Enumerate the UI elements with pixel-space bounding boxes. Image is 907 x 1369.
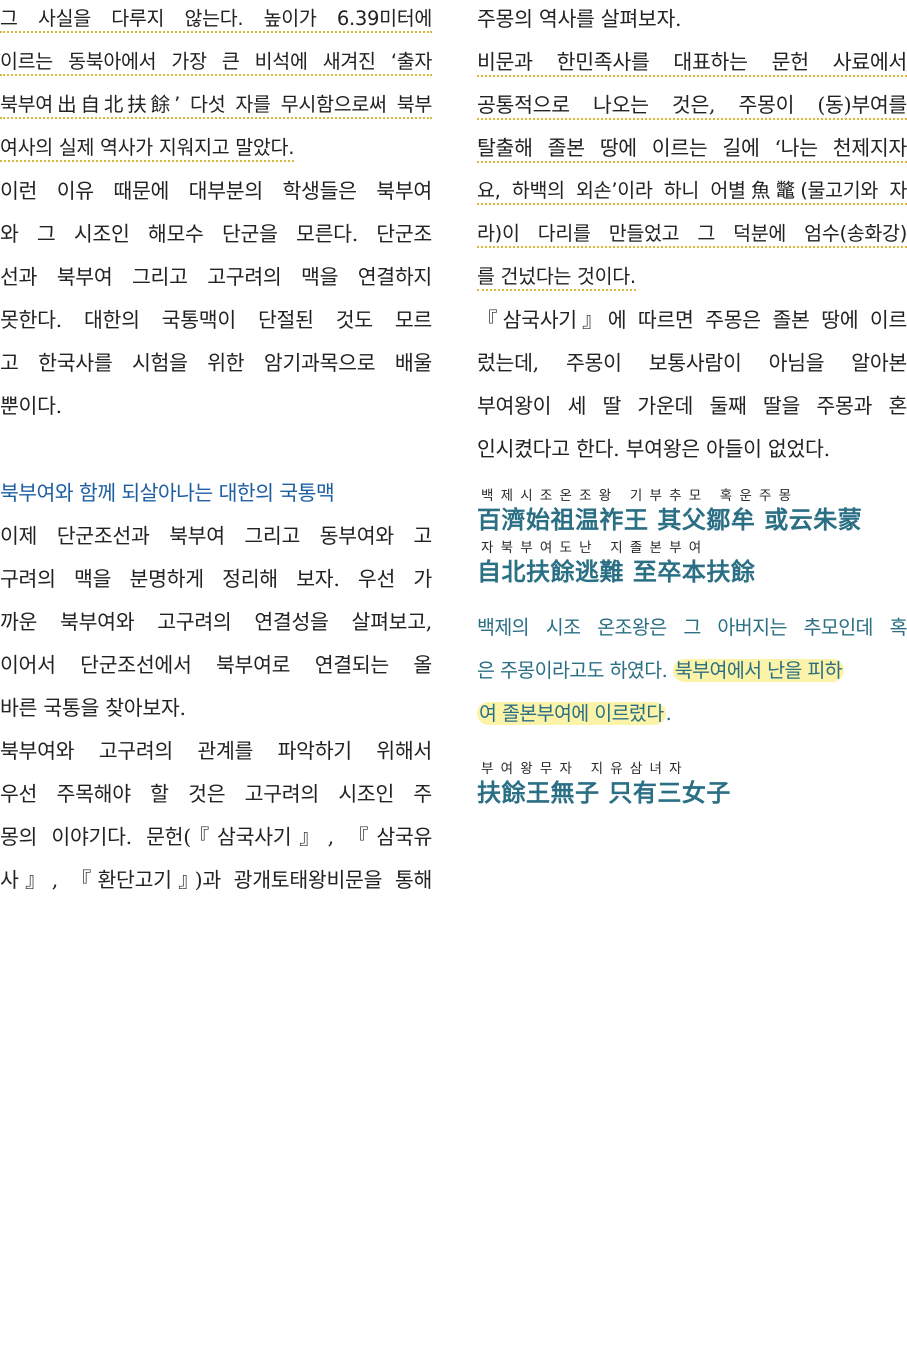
highlight: 여 졸본부여에 이르렀다	[477, 702, 666, 725]
paragraph-underlined: 비문과 한민족사를 대표하는 문헌 사료에서 공통적으로 나오는 것은, 주몽이…	[477, 43, 907, 301]
text-line: 요, 하백의 외손’이라 하니 어별魚鼈(물고기와 자	[477, 172, 907, 215]
text-line: 렀는데, 주몽이 보통사람이 아님을 알아본	[477, 351, 907, 375]
text-line: 뿐이다.	[0, 394, 62, 418]
text-line: 사』, 『환단고기』)과 광개토태왕비문을 통해	[0, 868, 432, 892]
text-line: 못한다. 대한의 국통맥이 단절된 것도 모르	[0, 308, 432, 332]
paragraph: 『삼국사기』에 따르면 주몽은 졸본 땅에 이르 렀는데, 주몽이 보통사람이 …	[477, 301, 907, 473]
text-line: 비문과 한민족사를 대표하는 문헌 사료에서	[477, 43, 907, 86]
text-line: 인시켰다고 한다. 부여왕은 아들이 없었다.	[477, 437, 830, 461]
section-heading: 북부여와 함께 되살아나는 대한의 국통맥	[0, 481, 335, 505]
hanja-quote: 백제시조온조왕 기부추모 혹운주몽 百濟始祖温祚王 其父鄒牟 或云朱蒙 자북부여…	[477, 487, 907, 591]
text-line: 를 건넜다는 것이다.	[477, 258, 907, 301]
text-line: 이런 이유 때문에 대부분의 학생들은 북부여	[0, 179, 432, 203]
hanja-quote: 부여왕무자 지유삼녀자 扶餘王無子 只有三女子	[477, 760, 907, 812]
left-column: 그 사실을 다루지 않는다. 높이가 6.39미터에 이르는 동북아에서 가장 …	[0, 0, 432, 904]
paragraph-underlined: 그 사실을 다루지 않는다. 높이가 6.39미터에 이르는 동북아에서 가장 …	[0, 0, 432, 172]
text-line: 이르는 동북아에서 가장 큰 비석에 새겨진 ‘출자	[0, 43, 432, 86]
hanja-text: 百濟始祖温祚王 其父鄒牟 或云朱蒙	[477, 505, 863, 534]
text-line: 이제 단군조선과 북부여 그리고 동부여와 고	[0, 524, 432, 548]
text-line: 북부여와 고구려의 관계를 파악하기 위해서	[0, 739, 432, 763]
text-line: 선과 북부여 그리고 고구려의 맥을 연결하지	[0, 265, 432, 289]
text-line: 구려의 맥을 분명하게 정리해 보자. 우선 가	[0, 567, 432, 591]
text-line: 탈출해 졸본 땅에 이르는 길에 ‘나는 천제지자	[477, 129, 907, 172]
hanja-text: 自北扶餘逃難 至卒本扶餘	[477, 557, 756, 586]
text-line: 은 주몽이라고도 하였다. 북부여에서 난을 피하	[477, 659, 845, 682]
text-line: 부여왕이 세 딸 가운데 둘째 딸을 주몽과 혼	[477, 394, 907, 418]
right-column: 주몽의 역사를 살펴보자. 비문과 한민족사를 대표하는 문헌 사료에서 공통적…	[477, 0, 907, 812]
text-line: 이어서 단군조선에서 북부여로 연결되는 올	[0, 653, 432, 677]
text-line: 와 그 시조인 해모수 단군을 모른다. 단군조	[0, 222, 432, 246]
text-line: 여 졸본부여에 이르렀다.	[477, 702, 672, 725]
paragraph: 북부여와 고구려의 관계를 파악하기 위해서 우선 주목해야 할 것은 고구려의…	[0, 732, 432, 904]
text-line: 공통적으로 나오는 것은, 주몽이 (동)부여를	[477, 86, 907, 129]
text-line: 까운 북부여와 고구려의 연결성을 살펴보고,	[0, 610, 432, 634]
text-line: 고 한국사를 시험을 위한 암기과목으로 배울	[0, 351, 432, 375]
text-line: 바른 국통을 찾아보자.	[0, 696, 186, 720]
hangul-reading: 자북부여도난 지졸본부여	[481, 540, 709, 556]
text-line: 백제의 시조 온조왕은 그 아버지는 추모인데 혹	[477, 616, 907, 639]
translation: 백제의 시조 온조왕은 그 아버지는 추모인데 혹 은 주몽이라고도 하였다. …	[477, 609, 907, 738]
hangul-reading: 부여왕무자 지유삼녀자	[481, 761, 689, 777]
text-line: 『삼국사기』에 따르면 주몽은 졸본 땅에 이르	[477, 308, 907, 332]
text-line: 북부여出自北扶餘’ 다섯 자를 무시함으로써 북부	[0, 86, 432, 129]
text-line: 라)이 다리를 만들었고 그 덕분에 엄수(송화강)	[477, 215, 907, 258]
text-line: 몽의 이야기다. 문헌(『삼국사기』, 『삼국유	[0, 825, 432, 849]
paragraph: 이런 이유 때문에 대부분의 학생들은 북부여 와 그 시조인 해모수 단군을 …	[0, 172, 432, 430]
text-line: 그 사실을 다루지 않는다. 높이가 6.39미터에	[0, 0, 432, 43]
text-line: 여사의 실제 역사가 지워지고 말았다.	[0, 129, 432, 172]
paragraph: 주몽의 역사를 살펴보자.	[477, 0, 907, 43]
highlight: 북부여에서 난을 피하	[672, 659, 845, 682]
text-line: 우선 주목해야 할 것은 고구려의 시조인 주	[0, 782, 432, 806]
paragraph: 이제 단군조선과 북부여 그리고 동부여와 고 구려의 맥을 분명하게 정리해 …	[0, 517, 432, 732]
hangul-reading: 백제시조온조왕 기부추모 혹운주몽	[481, 488, 799, 504]
hanja-text: 扶餘王無子 只有三女子	[477, 778, 731, 807]
text-line: 주몽의 역사를 살펴보자.	[477, 7, 682, 31]
